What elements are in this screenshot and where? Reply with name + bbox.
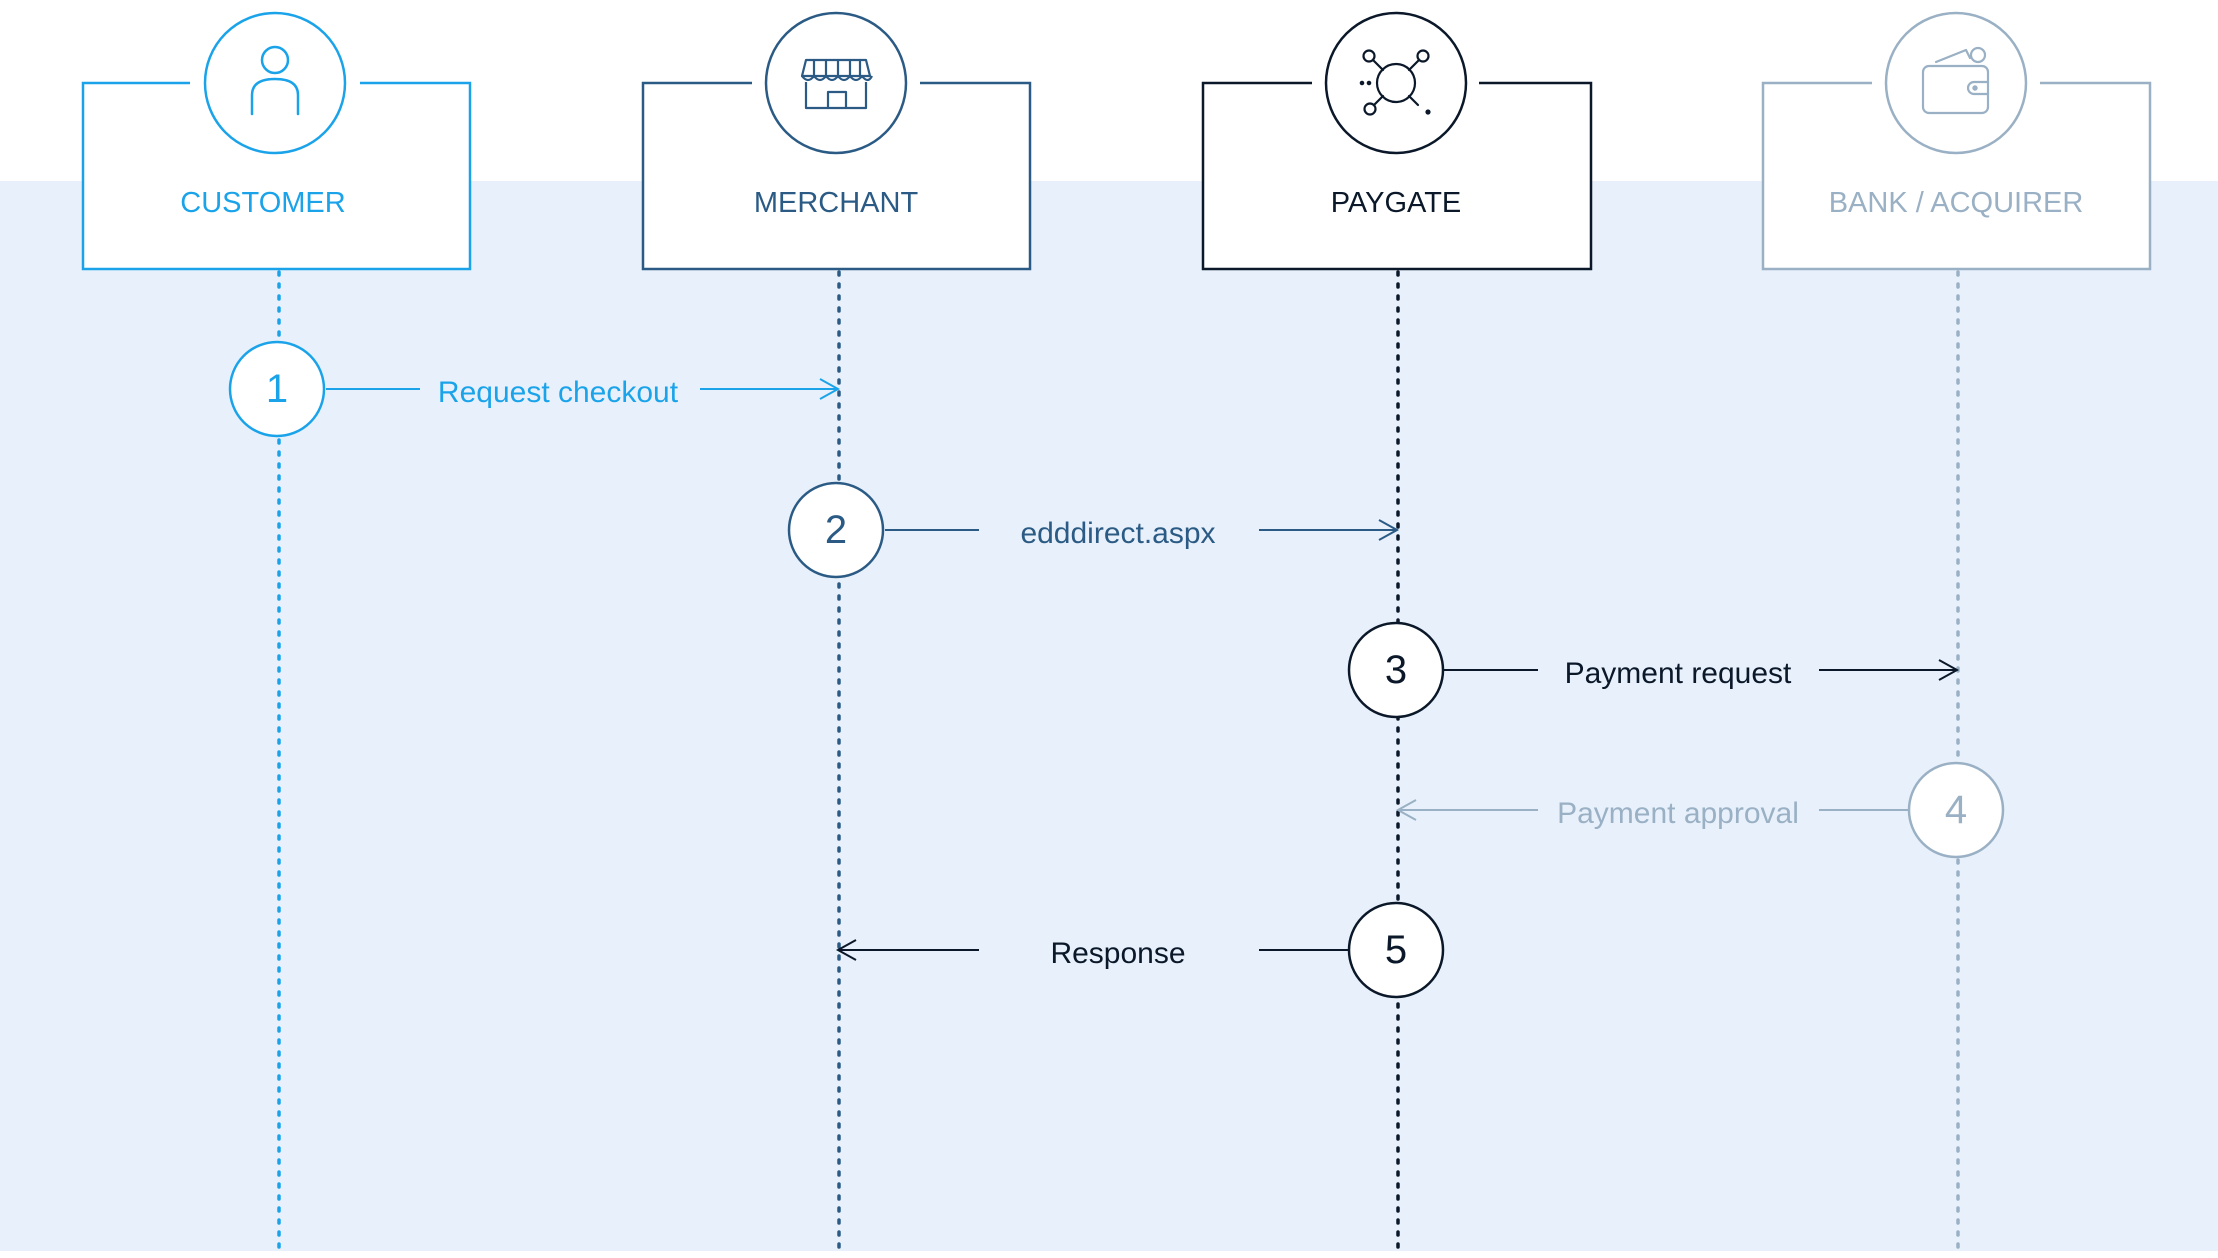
actor-label: PAYGATE: [1331, 187, 1462, 219]
step-number: 3: [1385, 648, 1407, 692]
actor-label: MERCHANT: [754, 187, 919, 219]
storefront-icon: [800, 58, 873, 110]
actor-icon-circle: [1324, 11, 1468, 155]
arrowhead: [835, 939, 857, 961]
actor-box: [1201, 81, 1593, 271]
step-3: 3 Payment request: [1347, 621, 1960, 719]
step-number: 2: [825, 508, 847, 552]
actor-icon-circle: [203, 11, 347, 155]
actor-paygate: PAYGATE: [1201, 11, 1593, 271]
lifelines: [277, 270, 1960, 1252]
arrowhead: [1395, 799, 1417, 821]
person-icon: [250, 45, 300, 116]
actor-merchant: MERCHANT: [641, 11, 1032, 271]
step-number-circle: [1347, 901, 1445, 999]
step-label: Payment approval: [1557, 797, 1799, 830]
arrowhead: [1378, 519, 1400, 541]
actor-box: [641, 81, 1032, 271]
actor-customer: CUSTOMER: [81, 11, 472, 271]
step-1: 1 Request checkout: [228, 340, 841, 438]
step-number-circle: [228, 340, 326, 438]
step-number-circle: [1347, 621, 1445, 719]
network-hub-icon: [1359, 49, 1431, 116]
step-2: 2 edddirect.aspx: [787, 481, 1400, 579]
step-5: 5 Response: [835, 901, 1445, 999]
step-label: Response: [1050, 937, 1185, 970]
step-label: Request checkout: [438, 376, 679, 409]
actor-label: CUSTOMER: [180, 187, 345, 219]
arrowhead: [819, 378, 841, 400]
arrowhead: [1938, 659, 1960, 681]
actor-icon-circle: [764, 11, 908, 155]
actor-icon-circle: [1884, 11, 2028, 155]
actor-box: [1761, 81, 2152, 271]
step-number-circle: [1907, 761, 2005, 859]
wallet-icon: [1921, 46, 1990, 115]
actor-bank: BANK / ACQUIRER: [1761, 11, 2152, 271]
step-number-circle: [787, 481, 885, 579]
actor-label: BANK / ACQUIRER: [1829, 187, 2084, 219]
actor-box: [81, 81, 472, 271]
step-number: 5: [1385, 928, 1407, 972]
step-4: 4 Payment approval: [1395, 761, 2005, 859]
step-label: Payment request: [1565, 657, 1792, 690]
step-number: 1: [266, 367, 288, 411]
background-band: [0, 181, 2218, 1251]
step-label: edddirect.aspx: [1020, 517, 1215, 550]
step-number: 4: [1945, 788, 1967, 832]
